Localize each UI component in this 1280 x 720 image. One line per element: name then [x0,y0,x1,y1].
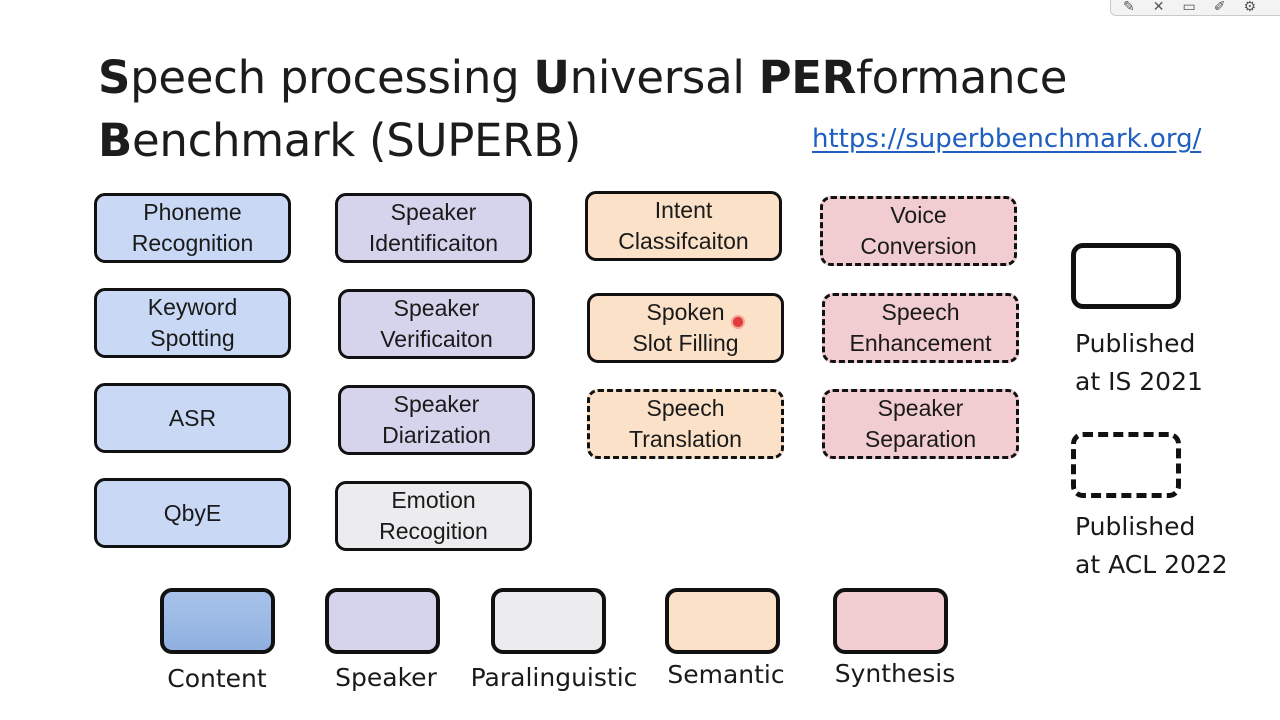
window-icon[interactable]: ▭ [1182,0,1196,15]
task-spoken-slot-filling: Spoken Slot Filling [587,293,784,363]
title-part-2: U [533,51,570,104]
task-speaker-diarization: Speaker Diarization [338,385,535,455]
legend-published-acl-2022: Published at ACL 2022 [1075,512,1228,579]
gear-icon[interactable]: ⚙ [1243,0,1256,15]
legend-dashed-border-box [1071,432,1181,498]
task-intent-classification: Intent Classifcaiton [585,191,782,261]
task-speaker-verification: Speaker Verificaiton [338,289,535,359]
task-phoneme-recognition: Phoneme Recognition [94,193,291,263]
task-speaker-identification: Speaker Identificaiton [335,193,532,263]
title-part-7: enchmark (SUPERB) [132,114,581,167]
task-speech-enhancement: Speech Enhancement [822,293,1019,363]
title-part-6: B [98,114,132,167]
legend-swatch-synthesis [833,588,948,654]
legend-label-content: Content [167,664,267,693]
title-part-3: niversal [569,51,759,104]
superb-website-link[interactable]: https://superbbenchmark.org/ [812,124,1202,154]
title-part-4: PER [758,51,857,104]
legend-swatch-semantic [665,588,780,654]
task-speech-translation: Speech Translation [587,389,784,459]
legend-solid-border-box [1071,243,1181,309]
title-part-1: peech processing [130,51,534,104]
legend-swatch-speaker [325,588,440,654]
title-part-5: formance [856,51,1068,104]
task-keyword-spotting: Keyword Spotting [94,288,291,358]
legend-swatch-paralinguistic [491,588,606,654]
task-voice-conversion: Voice Conversion [820,196,1017,266]
legend-label-synthesis: Synthesis [834,659,956,688]
laser-pointer [733,317,743,327]
edit-icon[interactable]: ✐ [1213,0,1226,15]
task-qbye: QbyE [94,478,291,548]
legend-label-paralinguistic: Paralinguistic [470,663,638,692]
task-emotion-recognition: Emotion Recogition [335,481,532,551]
legend-swatch-content [160,588,275,654]
eraser-icon[interactable]: ✕ [1152,0,1165,15]
legend-published-is-2021: Published at IS 2021 [1075,329,1203,396]
annotation-toolbar[interactable]: ✎ ✕ ▭ ✐ ⚙ [1110,0,1280,16]
task-asr: ASR [94,383,291,453]
task-speaker-separation: Speaker Separation [822,389,1019,459]
pen-icon[interactable]: ✎ [1123,0,1135,15]
legend-label-semantic: Semantic [667,660,785,689]
legend-label-speaker: Speaker [335,663,437,692]
title-part-0: S [98,51,131,104]
